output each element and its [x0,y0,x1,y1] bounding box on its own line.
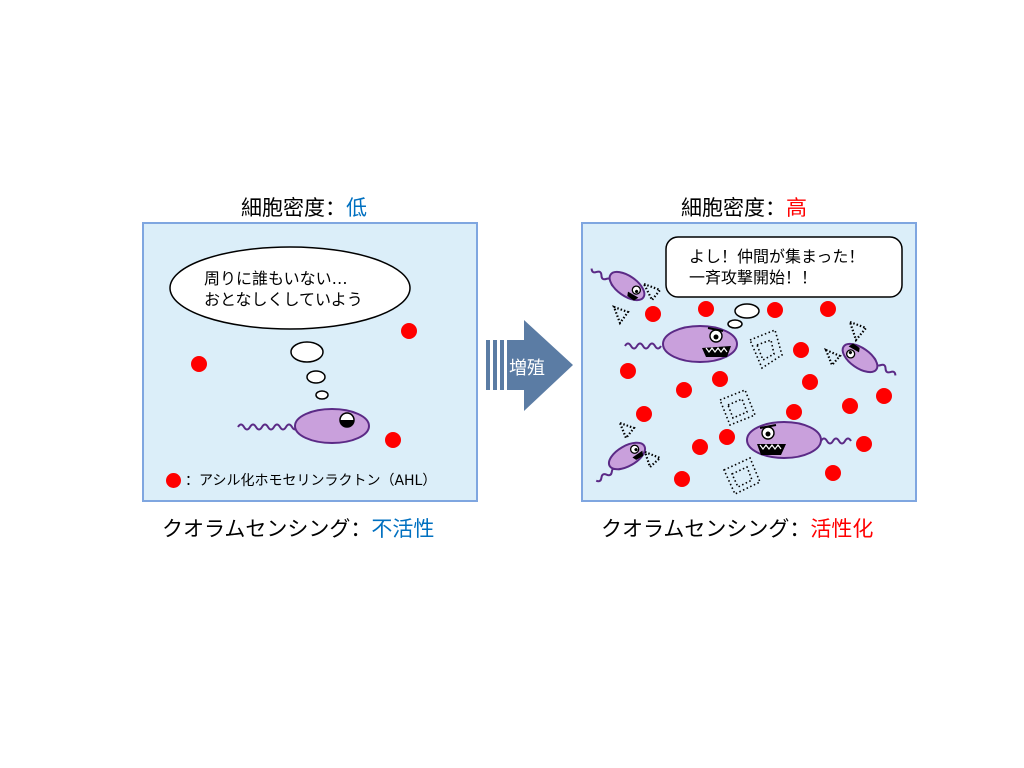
ahl-dot [793,342,809,358]
right-title-value: 高 [786,196,807,220]
bacterium-attacking [746,421,852,459]
right-caption-label: クオラムセンシング： [601,517,811,541]
bacterium-small [836,337,899,390]
bacterium-calm [237,408,370,444]
ahl-dot [856,436,872,452]
bacterium-small [587,436,651,486]
right-title-label: 細胞密度： [681,196,786,220]
thought-text: 周りに誰もいない… おとなしくしていよう [204,268,363,310]
speech-line-1: よし！仲間が集まった！ [689,247,865,266]
bacterium-small [588,254,651,307]
ahl-dot [636,406,652,422]
ahl-dot [842,398,858,414]
ahl-dot [676,382,692,398]
ahl-dot [802,374,818,390]
ahl-dot [191,356,207,372]
arrow-label: 増殖 [509,358,545,379]
thought-bubble [169,246,411,400]
left-caption-value: 不活性 [371,517,435,541]
ahl-dot [674,471,690,487]
ahl-dot [767,302,783,318]
speech-bubble [665,236,903,329]
debris-specks [612,281,868,469]
ahl-dot [692,439,708,455]
speech-text: よし！仲間が集まった！ 一斉攻撃開始！！ [689,246,864,288]
left-caption-label: クオラムセンシング： [162,517,372,541]
ahl-dots-left [191,323,417,448]
ahl-dots-right [620,301,892,487]
thought-line-1: 周りに誰もいない… [204,269,348,288]
right-caption-value: 活性化 [810,517,874,541]
ahl-dot [820,301,836,317]
ahl-dot [712,371,728,387]
ahl-legend-text: ：アシル化ホモセリンラクトン（AHL） [185,473,437,489]
ahl-dot [620,363,636,379]
left-title-label: 細胞密度： [241,196,346,220]
ahl-legend: ：アシル化ホモセリンラクトン（AHL） [166,470,436,490]
left-title-value: 低 [346,196,367,220]
ahl-dot [719,429,735,445]
left-caption: クオラムセンシング：不活性 [162,513,434,543]
ahl-dot [825,465,841,481]
growth-arrow [486,320,573,411]
right-caption: クオラムセンシング：活性化 [601,513,873,543]
speech-line-2: 一斉攻撃開始！！ [689,268,818,287]
ahl-legend-dot [166,472,181,488]
ahl-dot [401,323,417,339]
debris [718,328,783,496]
ahl-dot [698,301,714,317]
right-panel-title: 細胞密度：高 [681,192,807,222]
bacterium-attacking [624,325,738,363]
ahl-dot [876,388,892,404]
ahl-dot [385,432,401,448]
thought-line-2: おとなしくしていよう [204,290,363,309]
ahl-dot [645,306,661,322]
ahl-dot [786,404,802,420]
left-panel-title: 細胞密度：低 [241,192,367,222]
